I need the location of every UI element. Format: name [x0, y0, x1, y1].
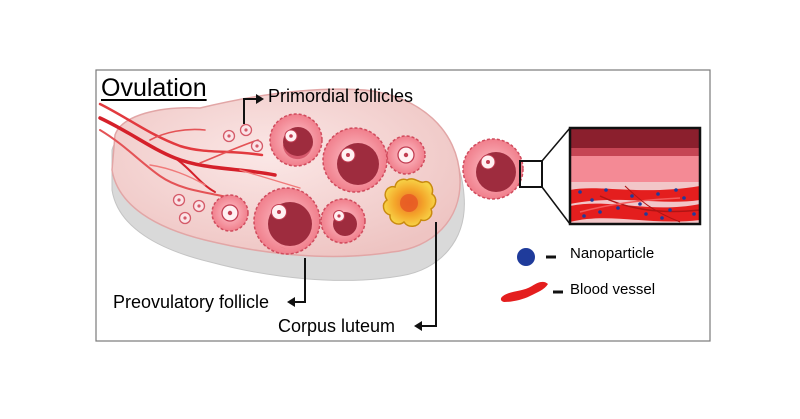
inset-nanoparticles [578, 188, 696, 220]
primordial-callout-arrow [243, 98, 258, 124]
secondary-follicle [386, 135, 426, 175]
preovulatory-follicle-label: Preovulatory follicle [113, 292, 270, 312]
antral-follicle-mid [322, 127, 388, 193]
figure-frame [95, 69, 711, 342]
preovulatory-callout-arrow [293, 258, 306, 303]
diagram-title: Ovulation [101, 74, 207, 102]
zoom-region-marker [519, 160, 543, 188]
blood-vessel-legend-icon [500, 281, 548, 302]
antral-follicle-upper [269, 113, 323, 167]
zoom-inset-frame [568, 126, 702, 226]
preovulatory-follicle [253, 187, 321, 255]
nanoparticle-legend-icon [517, 248, 535, 266]
zoom-inset-tissue [570, 128, 700, 224]
blood-vessel-legend-label: Blood vessel [570, 281, 656, 298]
ovary-blood-vessels [98, 102, 301, 199]
corpus-luteum-callout-arrow [420, 222, 437, 327]
corpus-luteum [382, 178, 437, 227]
nanoparticle-legend-label: Nanoparticle [570, 245, 655, 262]
primordial-follicles [172, 123, 264, 225]
ovulated-follicle [462, 138, 524, 200]
corpus-luteum-label: Corpus luteum [278, 316, 396, 336]
primordial-follicles-label: Primordial follicles [268, 86, 414, 106]
ovary [111, 88, 461, 258]
primary-follicle [211, 194, 249, 232]
antral-follicle-lower [320, 198, 366, 244]
